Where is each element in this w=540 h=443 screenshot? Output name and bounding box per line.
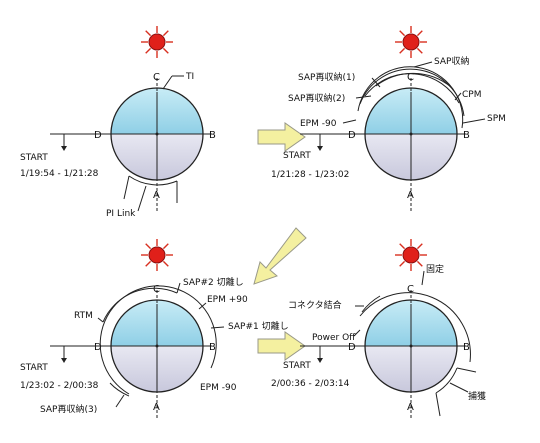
axis-label-bottom: A	[153, 190, 160, 201]
start-label: START	[20, 153, 48, 163]
sun-icon	[395, 239, 427, 271]
cpm-label: CPM	[462, 90, 481, 100]
axis-label-left: D	[348, 130, 356, 141]
connector-label: コネクタ結合	[288, 299, 342, 311]
axis-label-right: B	[209, 130, 216, 141]
epm-plus-90-label: EPM +90	[207, 295, 248, 305]
axis-label-bottom: A	[153, 402, 160, 413]
time-range: 2/00:36 - 2/03:14	[271, 379, 350, 389]
spm-label: SPM	[487, 114, 506, 124]
capture-label: 捕獲	[468, 390, 486, 402]
transition-arrow-right-top	[257, 122, 306, 152]
sap1-detach-label: SAP#1 切離し	[228, 320, 289, 332]
start-label: START	[283, 151, 311, 161]
rtm-label: RTM	[74, 311, 93, 321]
panel-1: C A D B TI PI Link START 1/19:54 - 1/21:…	[20, 26, 216, 219]
power-off-label: Power Off	[312, 333, 356, 343]
time-range: 1/21:28 - 1/23:02	[271, 170, 349, 180]
axis-label-bottom: A	[407, 190, 414, 201]
sap-restore-1-label: SAP再収納(1)	[298, 71, 355, 83]
panel-3: C A D B SAP#2 切離し EPM +90 RTM SAP#1 切離し …	[20, 239, 289, 420]
axis-label-top: C	[407, 72, 414, 83]
axis-label-left: D	[94, 342, 102, 353]
panel-4: C A D B 固定 コネクタ結合 Power Off 捕獲 START 2/0…	[271, 239, 486, 420]
start-label: START	[20, 363, 48, 373]
ti-label: TI	[185, 72, 194, 82]
sap2-detach-label: SAP#2 切離し	[183, 276, 244, 288]
axis-label-top: C	[153, 72, 160, 83]
sun-icon	[141, 239, 173, 271]
axis-label-top: C	[153, 284, 160, 295]
axis-label-left: D	[348, 342, 356, 353]
axis-label-right: B	[463, 130, 470, 141]
fixed-label: 固定	[426, 263, 444, 275]
transition-arrow-right-bottom	[257, 331, 306, 361]
axis-label-right: B	[209, 342, 216, 353]
axis-label-right: B	[463, 342, 470, 353]
sun-icon	[395, 26, 427, 58]
axis-label-bottom: A	[407, 402, 414, 413]
start-label: START	[283, 361, 311, 371]
axis-label-top: C	[407, 284, 414, 295]
sun-icon	[141, 26, 173, 58]
time-range: 1/23:02 - 2/00:38	[20, 381, 99, 391]
axis-label-left: D	[94, 130, 102, 141]
epm-minus-90-label: EPM -90	[300, 119, 337, 129]
panel-2: C A D B SAP収納 SAP再収納(1) SAP再収納(2) CPM SP…	[271, 26, 506, 212]
sap-restore-2-label: SAP再収納(2)	[288, 92, 345, 104]
sap-restore-3-label: SAP再収納(3)	[40, 403, 97, 415]
pi-link-label: PI Link	[106, 209, 136, 219]
epm-minus-90-label: EPM -90	[200, 383, 237, 393]
transition-arrow-diagonal	[253, 227, 307, 285]
time-range: 1/19:54 - 1/21:28	[20, 169, 99, 179]
sap-store-label: SAP収納	[434, 55, 469, 67]
